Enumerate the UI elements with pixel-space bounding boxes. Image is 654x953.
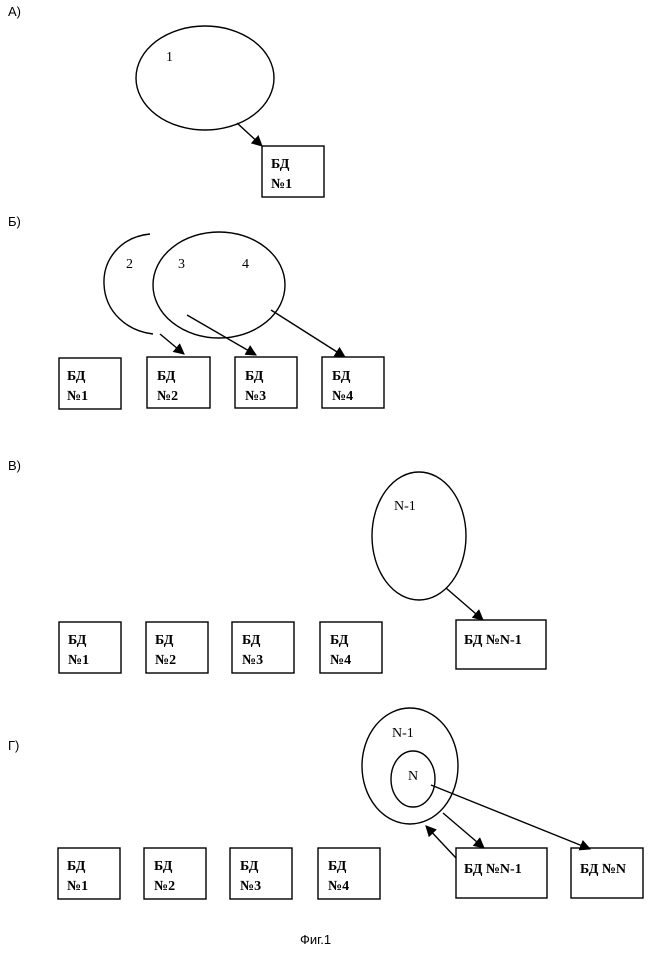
db-box-b1-line2: №1 (67, 389, 88, 404)
db-box-v2-line2: №2 (155, 653, 176, 668)
db-box-b2-line2: №2 (157, 389, 178, 404)
panel-v-label: В) (8, 458, 21, 473)
db-box-g4-line1: БД (328, 859, 347, 874)
set-ellipse-3-4 (153, 232, 285, 338)
set-label-inner-n: N (408, 769, 418, 784)
set-label-outer-n-1: N-1 (392, 726, 414, 741)
db-box-v4-line2: №4 (330, 653, 351, 668)
set-label-1: 1 (166, 50, 173, 65)
arrow-1-to-db1 (237, 123, 262, 146)
arrow-4-to-db4 (271, 310, 345, 357)
db-box-b4-line2: №4 (332, 389, 353, 404)
arrow-dbn-1-to-n-1 (426, 826, 456, 858)
set-label-n-1: N-1 (394, 499, 416, 514)
db-box-g-n-label: БД №N (580, 862, 626, 877)
set-ellipse-1 (136, 26, 274, 130)
db-box-g2-line1: БД (154, 859, 173, 874)
arrow-n-1-to-dbn-1 (443, 813, 484, 848)
panel-g: Г) N-1 N БД №1 БД №2 БД №3 БД №4 БД №N-1… (8, 708, 643, 899)
db-box-v3-line2: №3 (242, 653, 263, 668)
panel-a: А) 1 БД №1 (8, 4, 324, 197)
panel-b: Б) 2 3 4 БД №1 БД №2 БД №3 БД №4 (8, 214, 384, 409)
db-box-g1-line1: БД (67, 859, 86, 874)
db-box-b4-line1: БД (332, 369, 351, 384)
arrow-2-to-db2 (160, 334, 184, 354)
set-ellipse-n-1 (372, 472, 466, 600)
db-box-g3-line2: №3 (240, 879, 261, 894)
db-box-g3-line1: БД (240, 859, 259, 874)
panel-g-label: Г) (8, 738, 19, 753)
panel-b-label: Б) (8, 214, 21, 229)
db-box-b1-line1: БД (67, 369, 86, 384)
db-box-g2-line2: №2 (154, 879, 175, 894)
db-box-1-line2: №1 (271, 177, 292, 192)
set-label-2: 2 (126, 257, 133, 272)
panel-v: В) N-1 БД №1 БД №2 БД №3 БД №4 БД №N-1 (8, 458, 546, 673)
set-ellipse-2 (104, 234, 153, 334)
db-box-b3-line2: №3 (245, 389, 266, 404)
set-label-3: 3 (178, 257, 185, 272)
db-box-g-n-1-label: БД №N-1 (464, 862, 522, 877)
db-box-b3-line1: БД (245, 369, 264, 384)
db-box-b2-line1: БД (157, 369, 176, 384)
db-box-v4-line1: БД (330, 633, 349, 648)
set-label-4: 4 (242, 257, 249, 272)
db-box-v2-line1: БД (155, 633, 174, 648)
db-box-v3-line1: БД (242, 633, 261, 648)
arrow-n-1-to-dbn-1 (446, 588, 483, 620)
db-box-g4-line2: №4 (328, 879, 349, 894)
db-box-1-line1: БД (271, 157, 290, 172)
figure-caption: Фиг.1 (300, 932, 331, 947)
db-box-v1-line2: №1 (68, 653, 89, 668)
db-box-v-n-1-label: БД №N-1 (464, 633, 522, 648)
db-box-v1-line1: БД (68, 633, 87, 648)
arrow-n-to-dbn (431, 785, 590, 849)
db-box-g1-line2: №1 (67, 879, 88, 894)
panel-a-label: А) (8, 4, 21, 19)
